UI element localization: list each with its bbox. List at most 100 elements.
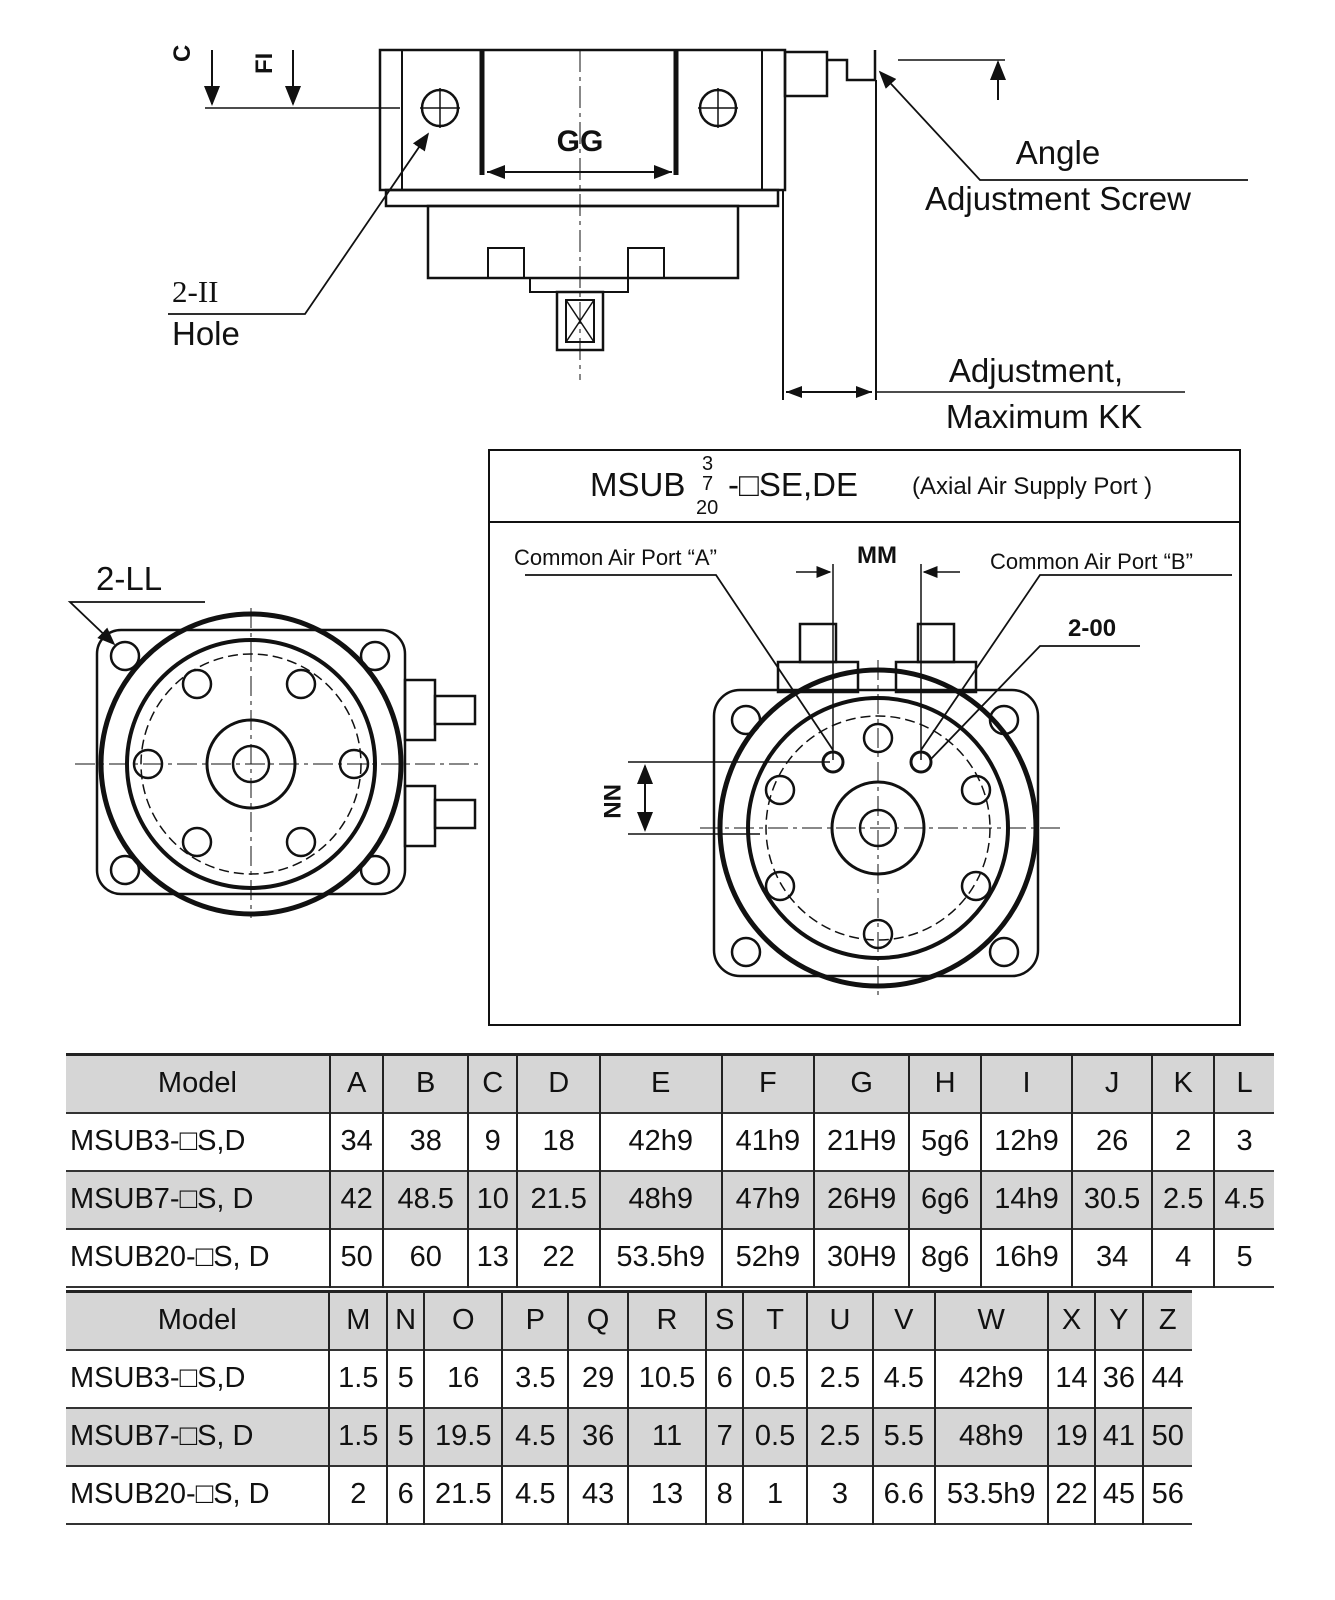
header-cell: Q bbox=[567, 1291, 628, 1350]
header-cell: Z bbox=[1141, 1291, 1192, 1350]
table-row: MSUB3-□S,D 34 38 9 18 42h9 41h9 21H9 5g6… bbox=[66, 1112, 1274, 1171]
left-end-view bbox=[67, 601, 480, 918]
table-cell: 13 bbox=[626, 1465, 707, 1524]
header-cell: Model bbox=[66, 1291, 330, 1350]
table-cell: 10 bbox=[466, 1170, 518, 1229]
header-cell: M bbox=[328, 1291, 388, 1350]
table-cell: 30H9 bbox=[813, 1228, 910, 1287]
hole-label: Hole bbox=[172, 315, 240, 352]
technical-drawing: GG C FI 2-II Hole Angle Adjustment Screw… bbox=[67, 45, 1248, 1026]
table-cell: 43 bbox=[567, 1465, 628, 1524]
header-cell: D bbox=[516, 1054, 600, 1113]
table-cell: 6.6 bbox=[871, 1465, 935, 1524]
header-cell: H bbox=[908, 1054, 982, 1113]
table-cell: 5.5 bbox=[871, 1407, 935, 1466]
table-cell: 21H9 bbox=[813, 1112, 910, 1171]
table-cell: 4.5 bbox=[1213, 1170, 1274, 1229]
table-cell: 16 bbox=[423, 1349, 503, 1408]
adjustment-label: Adjustment, bbox=[949, 352, 1123, 389]
header-cell: Model bbox=[66, 1054, 330, 1113]
table-cell: 19.5 bbox=[423, 1407, 503, 1466]
table-cell: 1.5 bbox=[328, 1349, 388, 1408]
table-cell: 13 bbox=[466, 1228, 518, 1287]
table-cell: 19 bbox=[1046, 1407, 1096, 1466]
table-cell: 4 bbox=[1151, 1228, 1215, 1287]
header-cell: I bbox=[980, 1054, 1072, 1113]
table-cell: 21.5 bbox=[516, 1170, 600, 1229]
table-cell: 42h9 bbox=[933, 1349, 1048, 1408]
model-cell: MSUB20-□S, D bbox=[70, 1241, 270, 1273]
table-row: MSUB20-□S, D 50 60 13 22 53.5h9 52h9 30H… bbox=[66, 1228, 1274, 1287]
header-cell: Y bbox=[1094, 1291, 1143, 1350]
header-cell: G bbox=[813, 1054, 910, 1113]
box-title-sup: 3 bbox=[702, 453, 713, 475]
side-view bbox=[168, 48, 1248, 400]
table-cell: 9 bbox=[466, 1112, 518, 1171]
model-cell: MSUB3-□S,D bbox=[70, 1125, 246, 1157]
nn-label: NN bbox=[598, 784, 625, 819]
maximum-kk-label: Maximum KK bbox=[946, 398, 1142, 435]
adjustment-screw-label: Adjustment Screw bbox=[925, 180, 1191, 217]
table-cell: 22 bbox=[516, 1228, 600, 1287]
table-cell: 3 bbox=[1213, 1112, 1274, 1171]
axial-end-view bbox=[525, 564, 1232, 1000]
table-cell: 34 bbox=[328, 1112, 384, 1171]
box-title-mid: 7 bbox=[702, 473, 713, 495]
oo-label: 2-00 bbox=[1068, 615, 1116, 642]
table-cell: 5 bbox=[1213, 1228, 1274, 1287]
table-cell: 42h9 bbox=[598, 1112, 722, 1171]
table-cell: 48.5 bbox=[382, 1170, 468, 1229]
axial-supply-box bbox=[488, 449, 1241, 1026]
table-cell: 36 bbox=[567, 1407, 628, 1466]
table-cell: 14 bbox=[1046, 1349, 1096, 1408]
dimension-table-m-to-z: Model M N O P Q R S T U V W X Y Z MSUB3-… bbox=[66, 1290, 1192, 1525]
box-frame bbox=[488, 449, 1241, 1026]
port-b-label: Common Air Port “B” bbox=[990, 549, 1193, 574]
box-title-note: (Axial Air Supply Port ) bbox=[912, 473, 1152, 500]
table-cell: 29 bbox=[567, 1349, 628, 1408]
table-row: MSUB20-□S, D 2 6 21.5 4.5 43 13 8 1 3 6.… bbox=[66, 1465, 1192, 1524]
box-title-suffix: -□SE,DE bbox=[728, 466, 858, 503]
table-cell: 53.5h9 bbox=[598, 1228, 722, 1287]
header-cell: N bbox=[386, 1291, 425, 1350]
table-row: MSUB7-□S, D 42 48.5 10 21.5 48h9 47h9 26… bbox=[66, 1170, 1274, 1229]
table-cell: 21.5 bbox=[423, 1465, 503, 1524]
ll-label: 2-LL bbox=[96, 560, 162, 597]
table-cell: 2.5 bbox=[806, 1407, 873, 1466]
table-cell: 8 bbox=[705, 1465, 744, 1524]
box-title-prefix: MSUB bbox=[590, 466, 685, 503]
table-cell: 11 bbox=[626, 1407, 707, 1466]
table-cell: 2 bbox=[328, 1465, 388, 1524]
header-cell: J bbox=[1070, 1054, 1153, 1113]
table-cell: 1 bbox=[742, 1465, 807, 1524]
drawing-canvas: GG C FI 2-II Hole Angle Adjustment Screw… bbox=[67, 45, 1248, 1026]
table-cell: 41 bbox=[1094, 1407, 1143, 1466]
port-a-label: Common Air Port “A” bbox=[514, 545, 717, 570]
table-cell: 53.5h9 bbox=[933, 1465, 1048, 1524]
table-cell: 4.5 bbox=[501, 1465, 569, 1524]
table-cell: 16h9 bbox=[980, 1228, 1072, 1287]
table-cell: 48h9 bbox=[598, 1170, 722, 1229]
table-cell: 48h9 bbox=[933, 1407, 1048, 1466]
table-cell: 5 bbox=[386, 1407, 425, 1466]
table-cell: 8g6 bbox=[908, 1228, 982, 1287]
header-cell: K bbox=[1151, 1054, 1215, 1113]
dimension-table-a-to-l: Model A B C D E F G H I J K L MSUB3-□S,D… bbox=[66, 1053, 1274, 1288]
table-cell: 6 bbox=[386, 1465, 425, 1524]
table-cell: 12h9 bbox=[980, 1112, 1072, 1171]
table-cell: 44 bbox=[1141, 1349, 1192, 1408]
dim-label-c: C bbox=[169, 45, 196, 62]
header-cell: R bbox=[626, 1291, 707, 1350]
table-cell: 38 bbox=[382, 1112, 468, 1171]
table-cell: 10.5 bbox=[626, 1349, 707, 1408]
table-cell: 47h9 bbox=[720, 1170, 815, 1229]
table-cell: 3.5 bbox=[501, 1349, 569, 1408]
table-cell: 6g6 bbox=[908, 1170, 982, 1229]
table-cell: 4.5 bbox=[501, 1407, 569, 1466]
table-cell: 3 bbox=[806, 1465, 873, 1524]
table-cell: 7 bbox=[705, 1407, 744, 1466]
table-cell: 50 bbox=[1141, 1407, 1192, 1466]
table-cell: 34 bbox=[1070, 1228, 1153, 1287]
header-cell: E bbox=[598, 1054, 722, 1113]
table-header-row: Model M N O P Q R S T U V W X Y Z bbox=[66, 1291, 1192, 1350]
